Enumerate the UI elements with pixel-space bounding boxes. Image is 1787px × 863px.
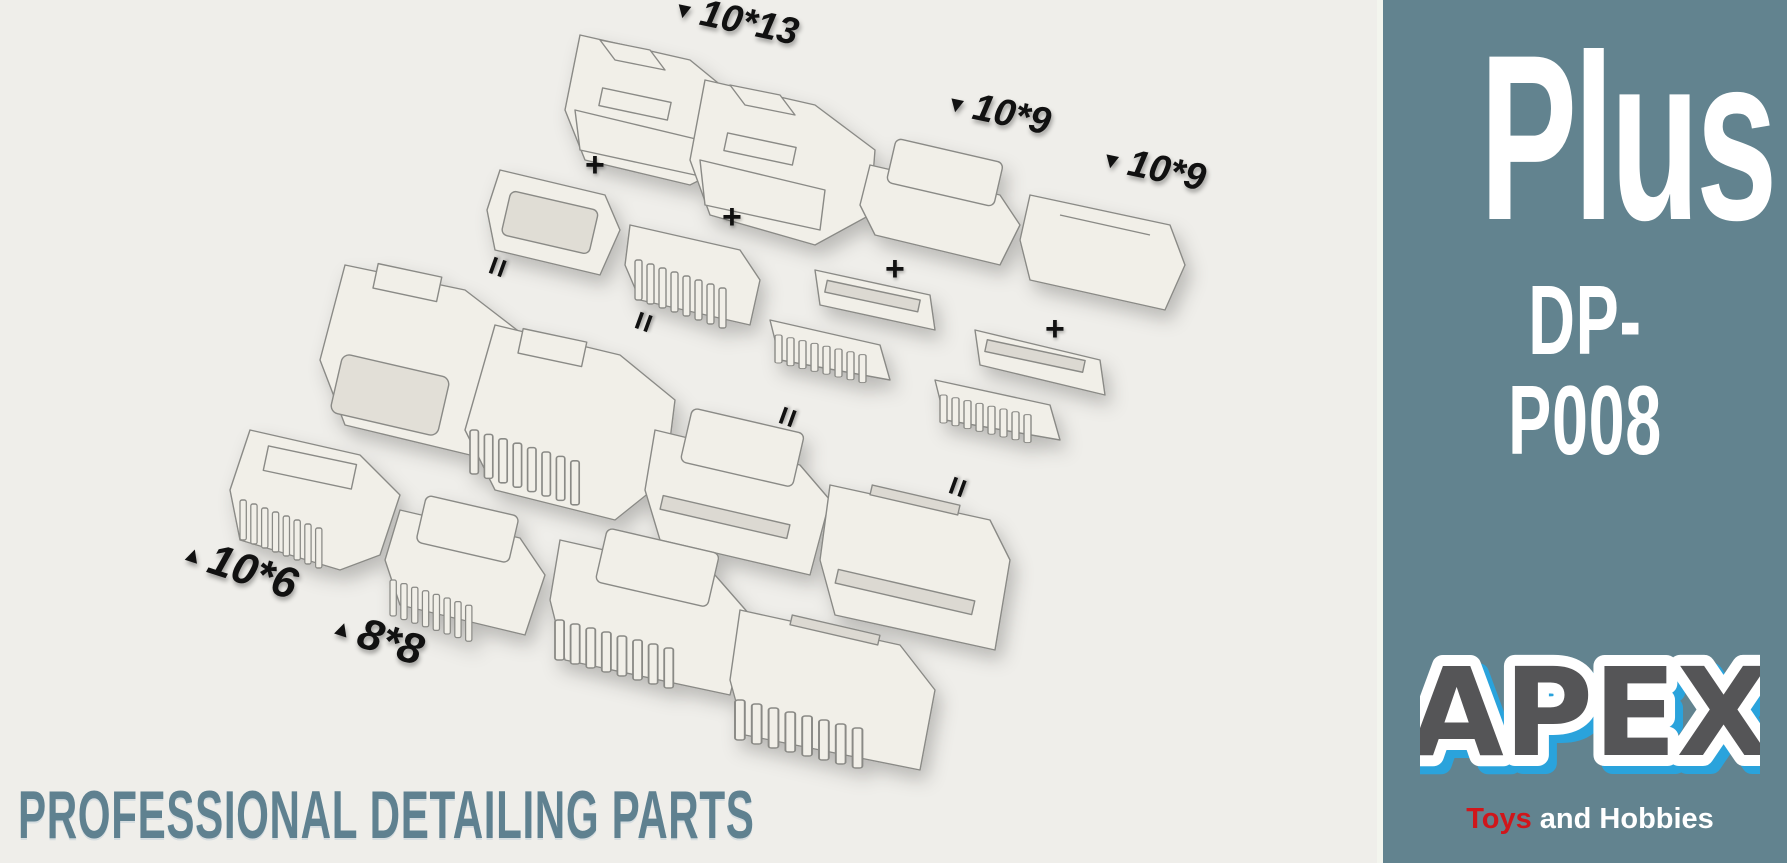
part-10x6 bbox=[229, 429, 401, 571]
assembled-10x9-a bbox=[644, 408, 831, 576]
parts-illustration bbox=[229, 34, 1186, 771]
brand-subtitle: Toys and Hobbies bbox=[1420, 802, 1760, 836]
brand-subtitle-white: and Hobbies bbox=[1539, 803, 1714, 835]
plus-icon: + bbox=[585, 146, 605, 184]
rib-block-a bbox=[624, 224, 761, 329]
slot-bar-b bbox=[974, 329, 1106, 396]
plus-icon: + bbox=[885, 250, 905, 288]
assembled-10x9-ribs bbox=[729, 609, 936, 771]
series-title: Plus bbox=[1479, 6, 1778, 270]
plus-icon: + bbox=[1045, 310, 1065, 348]
slot-bar-a bbox=[814, 269, 936, 331]
triangle-down-icon: ▼ bbox=[943, 90, 970, 120]
rib-block-c bbox=[934, 379, 1061, 444]
assembled-10x9-b bbox=[819, 484, 1011, 651]
part-10x9-a bbox=[859, 138, 1021, 266]
apex-logo-icon: APEX APEX APEX bbox=[1420, 631, 1760, 795]
assembled-10x13-ribs bbox=[464, 324, 676, 521]
product-code: DP-P008 bbox=[1508, 265, 1662, 475]
svg-text:APEX: APEX bbox=[1420, 650, 1760, 792]
tagline: PROFESSIONAL DETAILING PARTS bbox=[18, 777, 755, 853]
triangle-down-icon: ▼ bbox=[670, 0, 698, 25]
svg-text:APEX: APEX bbox=[1420, 642, 1760, 784]
plus-icon: + bbox=[722, 198, 742, 236]
vent-insert bbox=[486, 169, 621, 276]
assembled-8x8-ribs bbox=[549, 528, 751, 696]
rib-block-b bbox=[769, 319, 891, 384]
part-10x9-b bbox=[1019, 194, 1186, 311]
panel-divider bbox=[1377, 0, 1383, 863]
brand-panel bbox=[1383, 0, 1787, 863]
svg-text:APEX: APEX bbox=[1420, 642, 1760, 784]
triangle-down-icon: ▼ bbox=[1098, 146, 1125, 176]
part-10x13-b bbox=[689, 79, 876, 246]
part-8x8 bbox=[384, 495, 546, 642]
brand-subtitle-red: Toys bbox=[1466, 803, 1532, 835]
